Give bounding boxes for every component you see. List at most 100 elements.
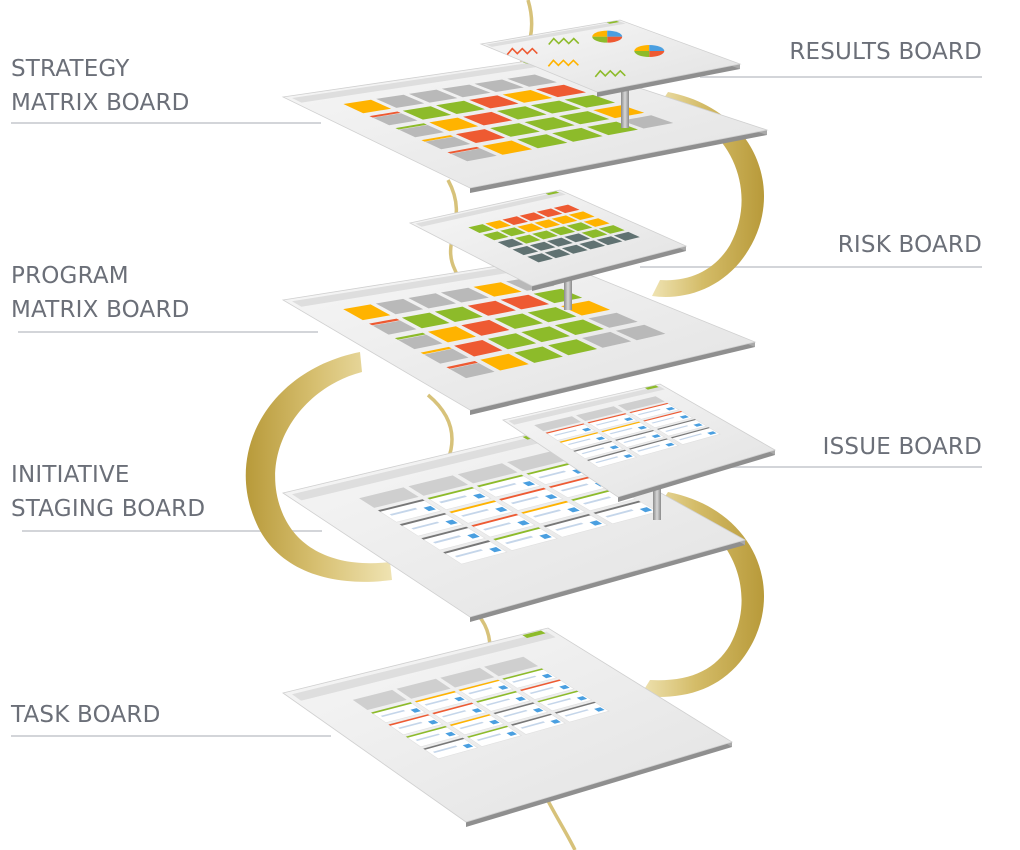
- matrix-cell: [596, 236, 623, 246]
- row-header-tag: [447, 146, 480, 154]
- matrix-cell: [450, 363, 495, 379]
- kanban-card-text: [415, 733, 440, 741]
- kanban-card-badge: [454, 696, 465, 702]
- matrix-cell: [425, 136, 471, 150]
- kanban-column-header: [507, 451, 567, 472]
- matrix-cell: [483, 231, 509, 241]
- kanban-card-text: [651, 417, 675, 424]
- kanban-card-badge: [595, 436, 606, 441]
- kanban-card-tag: [471, 513, 519, 527]
- kanban-card-badge: [665, 407, 676, 411]
- connector-pole: [653, 478, 661, 520]
- kanban-card-tag: [587, 413, 627, 424]
- matrix-cell: [434, 306, 483, 322]
- matrix-cell: [401, 312, 450, 329]
- kanban-card-tag: [476, 474, 524, 488]
- kanban-card-tag: [499, 487, 546, 501]
- matrix-cell: [429, 117, 479, 132]
- matrix-cell: [482, 140, 533, 155]
- label-strategy-matrix-board: STRATEGY MATRIX BOARD: [11, 52, 190, 120]
- matrix-cell: [500, 294, 550, 310]
- matrix-cell: [566, 222, 593, 232]
- kanban-card-tag: [427, 487, 475, 500]
- kanban-card-tag: [573, 441, 613, 452]
- matrix-cell: [535, 84, 586, 98]
- matrix-cell: [514, 346, 563, 363]
- kanban-card-text: [389, 507, 418, 516]
- matrix-cell: [532, 230, 558, 240]
- matrix-cell: [408, 293, 456, 309]
- board-status-badge: [644, 385, 659, 390]
- kanban-card-tag: [493, 702, 535, 715]
- kanban-card-badge: [665, 442, 675, 447]
- kanban-card-badge: [609, 445, 619, 450]
- kanban-card-badge: [410, 708, 421, 713]
- kanban-card-badge: [445, 519, 458, 525]
- matrix-cell: [402, 106, 452, 120]
- leader-line: [18, 331, 318, 333]
- matrix-cell: [536, 208, 563, 218]
- kanban-card-badge: [473, 493, 486, 499]
- kanban-card-badge: [498, 685, 509, 690]
- kanban-card-badge: [427, 719, 439, 725]
- kanban-card-badge: [539, 533, 552, 539]
- kanban-card-badge: [467, 533, 480, 539]
- kanban-card-badge: [651, 434, 661, 438]
- kanban-card-text: [546, 698, 572, 706]
- kanban-card-text: [637, 444, 661, 452]
- pie-slice: [649, 51, 665, 58]
- kanban-card-tag: [521, 500, 569, 514]
- kanban-card-text: [503, 709, 528, 718]
- board-header-bar: [292, 260, 558, 307]
- pie-chart-icon: [634, 45, 665, 58]
- kanban-card-text: [411, 521, 440, 530]
- kanban-card-text: [679, 433, 703, 441]
- kanban-card-tag: [388, 714, 430, 726]
- risk-board: [408, 189, 688, 291]
- kanban-card-tag: [378, 499, 425, 512]
- pie-chart-icon: [592, 30, 623, 43]
- matrix-cell: [451, 148, 497, 162]
- kanban-card-text: [424, 698, 449, 706]
- matrix-cell: [399, 125, 444, 138]
- kanban-card-text: [512, 675, 537, 683]
- matrix-cell: [581, 229, 608, 239]
- matrix-cell: [527, 307, 577, 323]
- label-line: INITIATIVE: [11, 462, 130, 488]
- matrix-cell: [549, 226, 576, 236]
- kanban-card-badge: [515, 696, 526, 702]
- kanban-card-text: [488, 483, 517, 491]
- kanban-card-text: [476, 733, 502, 741]
- matrix-cell: [615, 324, 666, 341]
- row-header-tag: [420, 346, 452, 355]
- kanban-card-tag: [629, 403, 669, 413]
- pie-slice: [634, 45, 650, 52]
- board-edge: [470, 130, 767, 193]
- board-status-badge: [522, 630, 546, 638]
- matrix-cell: [496, 106, 547, 120]
- kanban-card-text: [433, 535, 462, 544]
- board-status-badge: [545, 191, 560, 195]
- kanban-card-badge: [567, 507, 580, 513]
- matrix-cell: [561, 300, 610, 316]
- kanban-card-badge: [532, 708, 544, 713]
- kanban-card-text: [564, 709, 589, 717]
- label-line: ISSUE BOARD: [822, 434, 982, 460]
- kanban-column-header: [352, 689, 407, 710]
- kanban-card-badge: [423, 505, 436, 512]
- matrix-cell: [512, 246, 539, 256]
- kanban-card-tag: [423, 737, 465, 750]
- matrix-cell: [494, 313, 543, 329]
- row-header-tag: [369, 111, 401, 118]
- kanban-column-header: [457, 463, 518, 484]
- matrix-cell: [507, 74, 557, 87]
- matrix-cell: [598, 225, 625, 234]
- kanban-card-badge: [679, 415, 689, 419]
- label-program-matrix-board: PROGRAM MATRIX BOARD: [11, 259, 190, 327]
- kanban-card-tag: [601, 421, 641, 433]
- matrix-cell: [553, 204, 580, 214]
- matrix-cell: [517, 223, 543, 233]
- kanban-card-tag: [502, 668, 544, 680]
- kanban-card-text: [605, 509, 634, 518]
- matrix-cell: [467, 300, 516, 316]
